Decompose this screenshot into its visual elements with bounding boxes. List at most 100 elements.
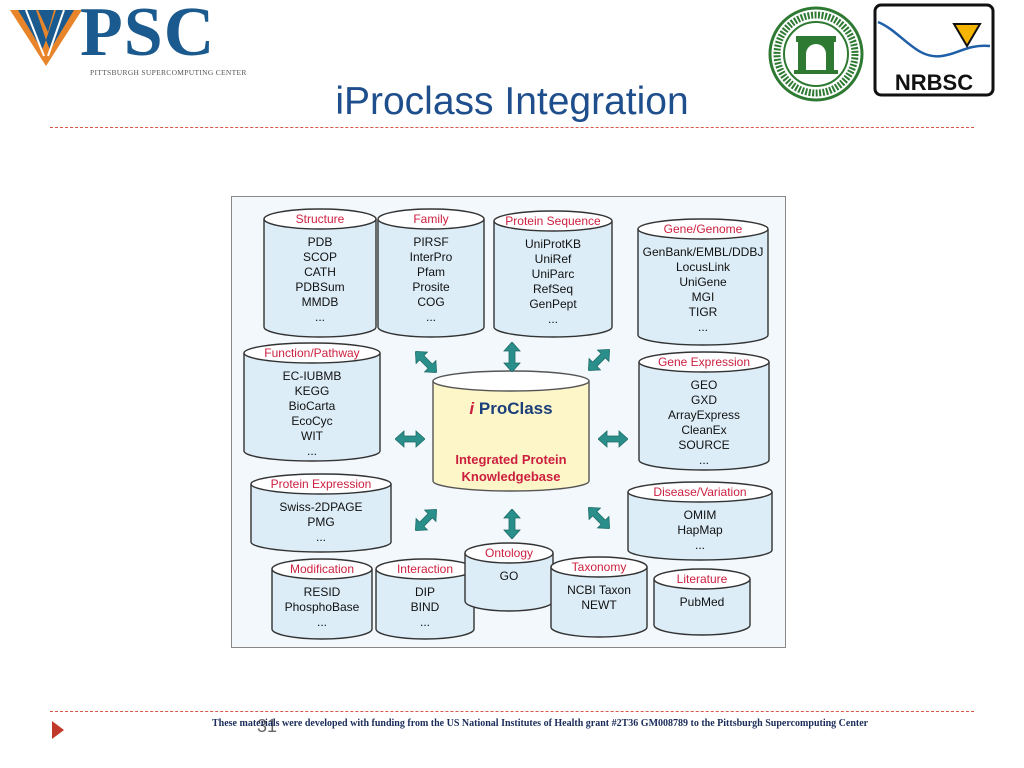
central-subtitle-1: Integrated Protein — [455, 452, 567, 467]
database-item: EC-IUBMB — [282, 369, 342, 383]
database-item: RefSeq — [532, 282, 574, 296]
database-item: ... — [694, 538, 705, 552]
university-seal — [768, 6, 864, 102]
footer-divider — [50, 711, 974, 712]
cylinder-shape — [653, 568, 751, 636]
database-item: ... — [315, 530, 326, 544]
double-arrow-icon — [598, 430, 628, 448]
database-item: PDB — [307, 235, 333, 249]
cylinder-shape — [550, 556, 648, 638]
database-item: ... — [306, 444, 317, 458]
database-item: ... — [697, 320, 708, 334]
database-item: EcoCyc — [291, 414, 333, 428]
database-item: PubMed — [679, 595, 725, 609]
central-name-prefix: i — [469, 399, 475, 418]
database-item: RESID — [303, 585, 341, 599]
cylinder-shape — [493, 210, 613, 338]
cylinder-shape — [627, 481, 773, 561]
cylinder-shape — [638, 351, 770, 471]
database-item: KEGG — [294, 384, 330, 398]
database-item: ... — [698, 453, 709, 467]
database-item: BioCarta — [288, 399, 336, 413]
database-item: ... — [547, 312, 558, 326]
database-item: NEWT — [581, 598, 617, 612]
database-title: Modification — [289, 562, 355, 576]
psc-wordmark: PSC — [80, 0, 216, 71]
double-arrow-icon — [503, 342, 521, 372]
psc-logo-mark — [10, 9, 82, 66]
funding-footer: These materials were developed with fund… — [212, 718, 869, 729]
psc-logo-subtitle: PITTSBURGH SUPERCOMPUTING CENTER — [90, 68, 247, 77]
database-title: Function/Pathway — [264, 346, 360, 360]
database-item: SOURCE — [678, 438, 730, 452]
central-cylinder-shape — [432, 370, 590, 492]
database-item: GEO — [690, 378, 718, 392]
database-title: Gene Expression — [657, 355, 751, 369]
database-title: Gene/Genome — [663, 222, 743, 236]
database-title: Family — [413, 212, 449, 226]
database-item: UniRef — [534, 252, 572, 266]
page-number: 31 — [257, 716, 278, 736]
database-item: ... — [314, 310, 325, 324]
database-title: Disease/Variation — [653, 485, 747, 499]
database-item: MGI — [691, 290, 715, 304]
database-item: ... — [425, 310, 436, 324]
database-item: GenBank/EMBL/DDBJ — [642, 245, 764, 259]
database-item: PIRSF — [413, 235, 449, 249]
database-item: COG — [417, 295, 445, 309]
central-subtitle-2: Knowledgebase — [461, 469, 561, 484]
database-item: OMIM — [683, 508, 717, 522]
database-item: CATH — [304, 265, 336, 279]
database-item: SCOP — [302, 250, 337, 264]
database-item: MMDB — [301, 295, 339, 309]
database-items: GO — [464, 569, 554, 584]
nrbsc-wordmark: NRBSC — [895, 70, 973, 95]
database-item: PDBSum — [295, 280, 345, 294]
footer-bullet-arrow-icon — [52, 721, 64, 739]
database-item: ... — [419, 615, 430, 629]
database-item: Swiss-2DPAGE — [279, 500, 363, 514]
cylinder-shape — [637, 218, 769, 346]
database-item: UniParc — [531, 267, 575, 281]
database-item: UniGene — [679, 275, 727, 289]
slide-title: iProclass Integration — [335, 80, 689, 123]
database-title: Taxonomy — [571, 560, 627, 574]
database-item: InterPro — [409, 250, 453, 264]
double-arrow-icon — [587, 348, 611, 372]
double-arrow-icon — [395, 430, 425, 448]
database-item: PhosphoBase — [284, 600, 360, 614]
database-item: NCBI Taxon — [567, 583, 631, 597]
database-item: TIGR — [688, 305, 718, 319]
central-name-main: ProClass — [478, 399, 553, 418]
database-item: UniProtKB — [524, 237, 582, 251]
cylinder-shape — [271, 558, 373, 640]
header-divider — [50, 127, 974, 128]
double-arrow-icon — [503, 509, 521, 539]
cylinder-shape — [375, 558, 475, 640]
database-item: CleanEx — [681, 423, 727, 437]
cylinder-shape — [464, 542, 554, 612]
cylinder-shape — [263, 208, 377, 338]
database-item: Prosite — [412, 280, 450, 294]
